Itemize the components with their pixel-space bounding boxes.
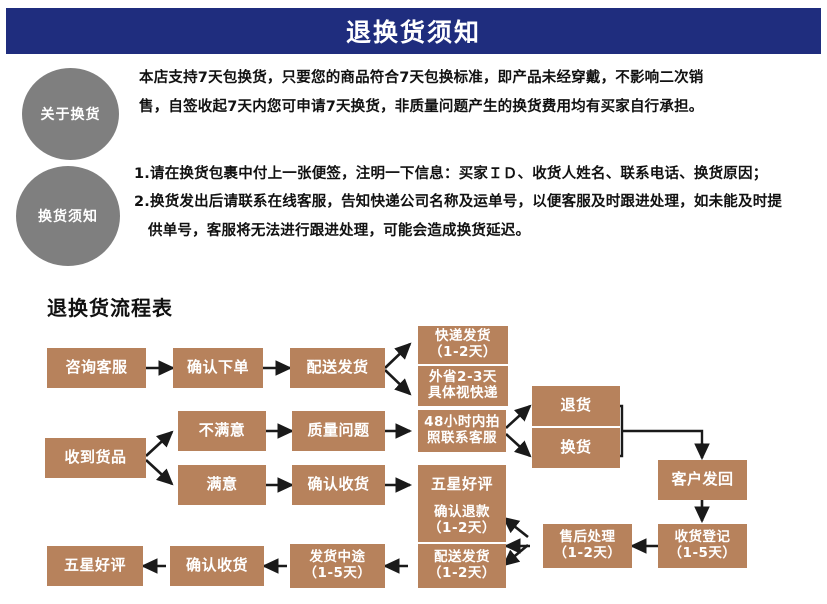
flow-node-duration: （1-2天） <box>429 344 497 360</box>
flow-node-ship-out[interactable]: 配送发货 <box>290 348 385 388</box>
flow-node-label: 确认收货 <box>185 556 248 575</box>
returns-flowchart: 咨询客服 确认下单 配送发货 快递发货 （1-2天） 外省2-3天 具体视快递 … <box>0 318 827 604</box>
flow-node-label: 确认退款 <box>434 504 490 521</box>
flow-node-dissatisfied[interactable]: 不满意 <box>178 411 266 451</box>
flow-node-consult[interactable]: 咨询客服 <box>47 348 146 388</box>
notice-line: 供单号，客服将无法进行跟进处理，可能会造成换货延迟。 <box>148 222 531 239</box>
flow-node-label: 配送发货 <box>306 358 369 377</box>
notice-line: 售，自签收起7天内您可申请7天换货，非质量问题产生的换货费用均有买家自行承担。 <box>139 99 704 115</box>
flow-node-contact-48h[interactable]: 48小时内拍 照联系客服 <box>418 410 506 452</box>
flow-node-label: 外省2-3天 <box>429 369 497 386</box>
flow-node-label: 确认收货 <box>307 475 370 494</box>
notice-about-exchange: 关于换货 本店支持7天包换货，只要您的商品符合7天包换标准，即产品未经穿戴，不影… <box>22 64 812 160</box>
notice-line: 1.请在换货包裹中付上一张便签，注明一下信息：买家ＩＤ、收货人姓名、联系电话、换… <box>134 166 768 182</box>
flow-node-label: 换货 <box>560 438 592 457</box>
flow-node-confirm-order[interactable]: 确认下单 <box>173 348 263 388</box>
flow-node-label: 五星好评 <box>63 556 126 575</box>
flow-node-redeliver[interactable]: 配送发货 （1-2天） <box>418 544 506 588</box>
flow-node-exchange-goods[interactable]: 换货 <box>532 428 620 468</box>
flow-node-label: 售后处理 <box>559 529 616 546</box>
flow-node-label: 咨询客服 <box>65 358 128 377</box>
notice-about-exchange-text: 本店支持7天包换货，只要您的商品符合7天包换标准，即产品未经穿戴，不影响二次销 … <box>139 64 799 122</box>
flow-node-goods-received[interactable]: 收到货品 <box>45 438 146 478</box>
flow-node-label: 质量问题 <box>307 421 370 440</box>
flow-node-after-sale[interactable]: 售后处理 （1-2天） <box>543 524 632 568</box>
flow-node-duration: （1-2天） <box>428 520 496 536</box>
flow-node-label: 收到货品 <box>64 448 127 467</box>
flow-node-out-province[interactable]: 外省2-3天 具体视快递 <box>418 366 508 406</box>
flow-node-label: 48小时内拍 <box>424 414 500 431</box>
flow-node-five-star-final[interactable]: 五星好评 <box>47 546 143 586</box>
page-title: 退换货须知 <box>345 18 481 47</box>
flow-node-label: 配送发货 <box>434 549 490 566</box>
notice-exchange-instructions: 换货须知 1.请在换货包裹中付上一张便签，注明一下信息：买家ＩＤ、收货人姓名、联… <box>16 160 816 266</box>
flow-node-in-transit[interactable]: 发货中途 （1-5天） <box>290 544 385 588</box>
flow-node-detail: 具体视快递 <box>428 385 498 401</box>
flow-node-duration: （1-5天） <box>668 545 737 561</box>
notice-line: 本店支持7天包换货，只要您的商品符合7天包换标准，即产品未经穿戴，不影响二次销 <box>139 70 704 86</box>
flow-node-label: 五星好评 <box>430 475 493 494</box>
flow-node-label: 收货登记 <box>674 529 731 546</box>
badge-about-exchange: 关于换货 <box>22 68 119 160</box>
flow-node-label-2: 照联系客服 <box>427 430 497 446</box>
flow-node-satisfied[interactable]: 满意 <box>178 465 266 505</box>
notice-exchange-instructions-text: 1.请在换货包裹中付上一张便签，注明一下信息：买家ＩＤ、收货人姓名、联系电话、换… <box>134 160 806 245</box>
flowchart-title: 退换货流程表 <box>47 296 173 320</box>
flow-node-label: 快递发货 <box>435 328 491 345</box>
flow-node-label: 满意 <box>206 475 238 494</box>
flow-node-quality-issue[interactable]: 质量问题 <box>292 411 385 451</box>
flow-node-duration: （1-5天） <box>303 565 372 581</box>
flow-node-confirm-receipt-final[interactable]: 确认收货 <box>170 546 264 586</box>
flow-node-label: 发货中途 <box>309 549 366 566</box>
flow-node-label: 确认下单 <box>186 358 249 377</box>
flow-node-express-ship[interactable]: 快递发货 （1-2天） <box>418 326 508 364</box>
flow-node-return-goods[interactable]: 退货 <box>532 386 620 426</box>
flow-node-customer-send-back[interactable]: 客户发回 <box>658 460 747 500</box>
badge-exchange-instructions: 换货须知 <box>16 166 120 266</box>
flow-node-label: 客户发回 <box>671 470 734 489</box>
flow-node-duration: （1-2天） <box>553 545 622 561</box>
flow-node-register[interactable]: 收货登记 （1-5天） <box>658 524 747 568</box>
flow-node-duration: （1-2天） <box>428 565 496 581</box>
flow-node-confirm-refund[interactable]: 确认退款 （1-2天） <box>418 500 506 542</box>
flow-node-label: 不满意 <box>198 421 246 440</box>
flow-node-label: 退货 <box>560 396 592 415</box>
notice-line: 2.换货发出后请联系在线客服，告知快递公司名称及运单号，以便客服及时跟进处理，如… <box>134 194 783 211</box>
flow-node-confirm-receipt[interactable]: 确认收货 <box>292 465 385 505</box>
flow-node-five-star-middle[interactable]: 五星好评 <box>418 465 506 505</box>
page-header-banner: 退换货须知 <box>6 8 821 54</box>
